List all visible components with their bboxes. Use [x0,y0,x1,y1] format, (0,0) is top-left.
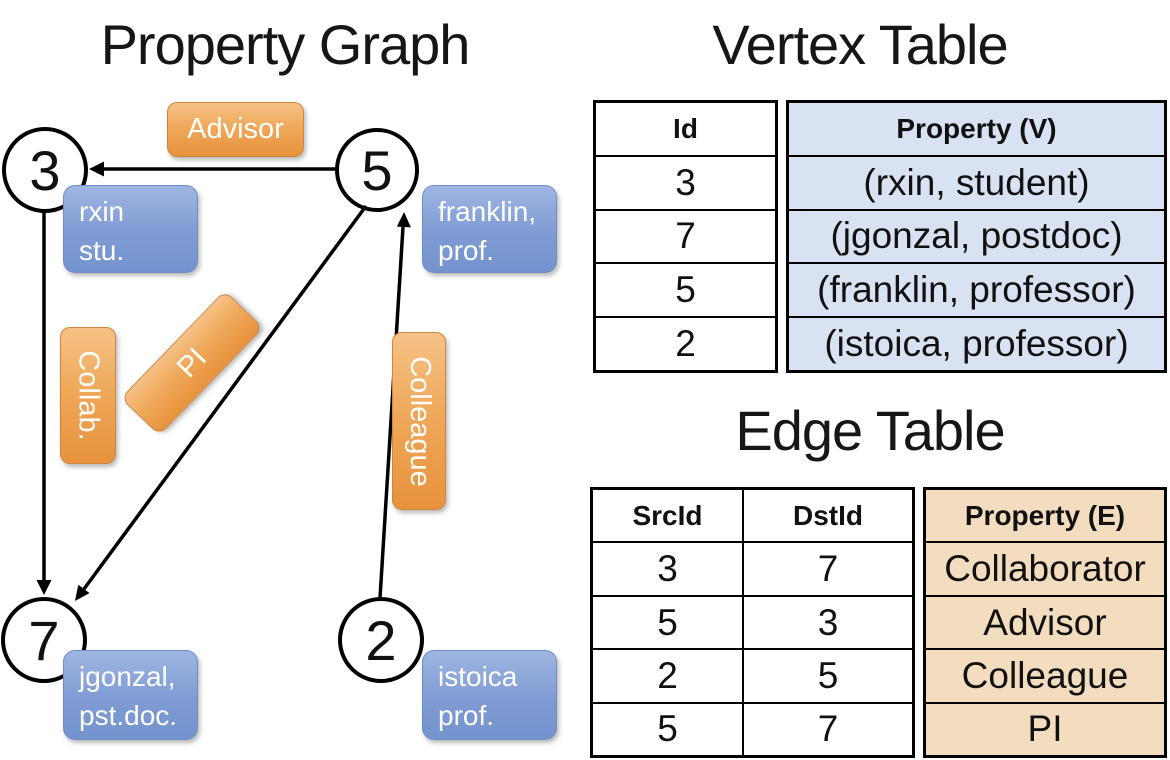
vertex-box-line2: prof. [438,234,495,266]
edge-dstid-cell: 3 [742,596,912,649]
edge-property-cell: Advisor [983,601,1107,643]
vertex-id-cell: 7 [675,215,696,257]
vertex-box-istoica: istoica prof. [422,650,557,740]
edge-label-colleague-text: Colleague [403,355,436,487]
vertex-id-cell: 5 [675,269,696,311]
edge-2-to-5 [378,212,411,599]
vertex-box-rxin: rxin stu. [63,185,198,273]
vertex-table-id-column: Id 3 7 5 2 [593,100,778,373]
edge-property-header: Property (E) [964,499,1126,531]
edge-label-advisor: Advisor [167,102,304,157]
node-5-id: 5 [361,138,393,202]
edge-5-to-7 [75,204,368,601]
edge-srcid-cell: 2 [657,654,678,696]
edge-dstid-cell: 5 [742,650,912,702]
vertex-property-cell: (rxin, student) [863,161,1090,203]
vertex-box-line1: jgonzal, [79,661,176,692]
edge-table-property-column: Property (E) Collaborator Advisor Collea… [923,487,1167,758]
vertex-id-cell: 3 [675,161,696,203]
edge-5-to-3 [89,161,337,177]
edge-property-cell: Collaborator [944,548,1146,590]
edge-srcid-cell: 3 [657,548,678,590]
vertex-table-property-column: Property (V) (rxin, student) (jgonzal, p… [786,100,1167,373]
vertex-box-line2: stu. [79,234,125,266]
node-2-id: 2 [365,608,397,672]
graph-node-5: 5 [335,128,419,212]
edge-table-ids-columns: SrcId DstId 3 7 5 3 2 5 5 7 [590,487,915,758]
vertex-box-jgonzal: jgonzal, pst.doc. [63,650,198,740]
edge-table-title: Edge Table [735,399,1005,462]
edge-srcid-cell: 5 [657,708,678,750]
property-graph-title: Property Graph [100,13,471,76]
edge-srcid-cell: 5 [657,601,678,643]
edge-dstid-cell: 7 [742,543,912,595]
vertex-property-header: Property (V) [896,112,1057,144]
edge-3-to-7 [36,213,52,595]
vertex-box-franklin: franklin, prof. [422,185,557,273]
vertex-id-header: Id [673,112,698,144]
edge-label-collab-text: Collab. [72,350,105,441]
vertex-box-line1: rxin [79,196,125,227]
vertex-box-line1: istoica [438,661,518,692]
node-3-id: 3 [29,138,61,202]
vertex-property-cell: (istoica, professor) [824,323,1129,365]
edge-label-colleague: Colleague [392,332,446,510]
edge-label-advisor-text: Advisor [187,113,284,145]
edge-property-cell: PI [1027,708,1063,750]
edge-label-pi-text: PI [170,341,213,384]
vertex-box-line1: franklin, [438,196,537,227]
vertex-box-line2: prof. [438,699,495,731]
vertex-table-title: Vertex Table [712,13,1008,76]
edge-dstid-cell: 7 [742,703,912,756]
vertex-box-line2: pst.doc. [79,699,178,731]
graph-node-3: 3 [2,127,88,213]
edge-dstid-header: DstId [742,490,912,542]
node-7-id: 7 [28,608,60,672]
graph-edges [36,161,411,601]
graph-node-2: 2 [338,597,424,683]
edge-label-collab: Collab. [60,327,116,464]
vertex-id-cell: 2 [675,323,696,365]
vertex-property-cell: (franklin, professor) [817,269,1136,311]
vertex-property-cell: (jgonzal, postdoc) [830,215,1123,257]
edge-srcid-header: SrcId [632,499,703,531]
edge-property-cell: Colleague [961,654,1129,696]
